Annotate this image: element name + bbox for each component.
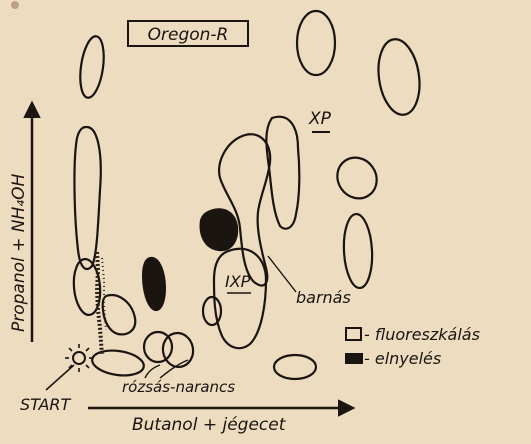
y-axis-label: Propanol + NH₄OH [9,174,29,332]
x-axis-label: Butanol + jégecet [132,415,287,435]
spot-outline [329,150,384,206]
spot-outline [103,295,136,334]
spot-outline [342,213,374,288]
spot-outline [266,117,299,229]
rozsas-pointer-line [160,360,188,378]
legend-open-swatch [346,328,361,340]
rozsas-pointer-line [145,365,160,378]
rozsas-narancs-label: rózsás-narancs [122,378,235,396]
spot-outline [297,11,335,75]
barnas-pointer-line [268,256,296,292]
spot-outline [74,127,100,269]
legend-absorption-label: - elnyelés [364,349,441,368]
barnas-label: barnás [296,288,351,307]
spot-outline [72,258,103,316]
spot-outline [160,331,195,370]
absorbing-spot [142,257,166,311]
ixp-label: IXP [225,272,251,291]
start-sun-icon [65,344,93,372]
legend-filled-swatch [345,353,363,364]
legend-fluorescent-label: - fluoreszkálás [364,325,480,344]
spot-outline [77,35,107,99]
title-label: Oregon-R [148,25,229,45]
spot-outline [274,355,316,379]
spot-outline [203,297,221,325]
absorbing-spot [200,208,239,251]
spot-outline [374,37,424,118]
xp-label: XP [308,109,332,129]
start-label: START [20,395,72,414]
spot-outline [91,347,146,378]
spot-outline [214,249,266,348]
start-pointer-line [46,365,74,390]
paper-speck [11,1,19,9]
